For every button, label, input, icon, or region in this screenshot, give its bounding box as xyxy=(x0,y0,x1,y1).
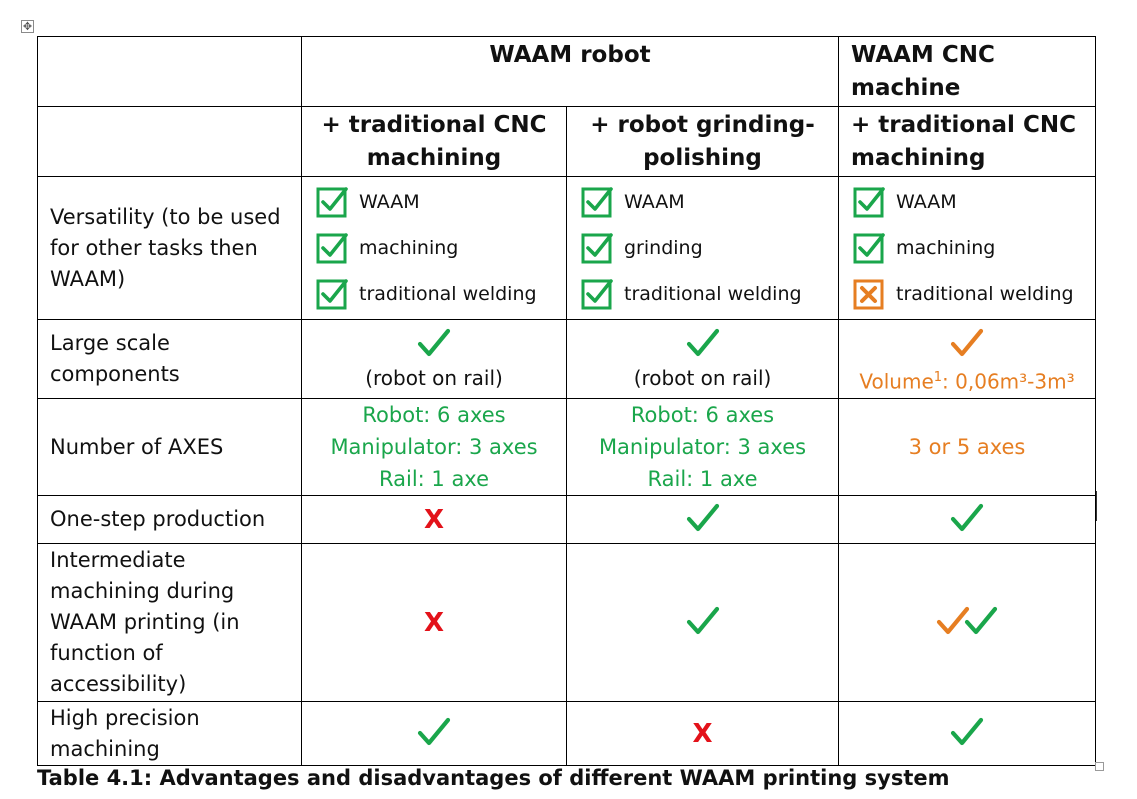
note-text: (robot on rail) xyxy=(633,366,772,390)
cnc-group-header: WAAM CNC machine xyxy=(838,36,1096,107)
large-scale-col1-cell: (robot on rail) xyxy=(301,319,567,399)
versatility-col2-cell: WAAM grinding traditional welding xyxy=(566,176,839,320)
axes-col2-cell: Robot: 6 axes Manipulator: 3 axes Rail: … xyxy=(566,398,839,496)
checkbox-item: traditional welding xyxy=(581,271,824,317)
versatility-col3-cell: WAAM machining traditional welding xyxy=(838,176,1096,320)
row-one-step: One-step production X xyxy=(37,495,1096,544)
axes-line: Robot: 6 axes xyxy=(362,403,506,427)
checkbox-checked-icon xyxy=(581,278,613,310)
checkbox-label: machining xyxy=(896,237,996,259)
checkbox-crossed-icon xyxy=(853,278,885,310)
axes-line: Robot: 6 axes xyxy=(630,403,775,427)
row-label: Versatility (to be used for other tasks … xyxy=(37,176,302,320)
checkbox-label: traditional welding xyxy=(624,283,802,305)
robot-group-header: WAAM robot xyxy=(301,36,839,107)
checkmark-icon xyxy=(417,715,451,749)
table-caption: Table 4.1: Advantages and disadvantages … xyxy=(37,766,950,790)
empty-corner-cell xyxy=(37,36,302,107)
versatility-col1-cell: WAAM machining traditional welding xyxy=(301,176,567,320)
header-row-2: + traditional CNC machining + robot grin… xyxy=(37,106,1096,177)
checkbox-item: traditional welding xyxy=(853,271,1081,317)
axes-line: Rail: 1 axe xyxy=(378,467,490,491)
col3-header: + traditional CNC machining xyxy=(838,106,1096,177)
one-step-col3-cell xyxy=(838,495,1096,544)
footnote-ref: 1 xyxy=(933,370,943,385)
checkbox-item: machining xyxy=(853,225,1081,271)
checkmark-icon xyxy=(417,326,451,360)
checkmark-icon xyxy=(686,604,720,638)
checkmark-wrap xyxy=(851,326,1083,364)
row-high-precision: High precision machining X xyxy=(37,701,1096,766)
checkmark-icon xyxy=(950,326,984,360)
row-label: One-step production xyxy=(37,495,302,544)
checkbox-item: WAAM xyxy=(316,179,552,225)
high-precision-col3-cell xyxy=(838,701,1096,766)
checkmark-icon xyxy=(950,501,984,535)
axes-col3-cell: 3 or 5 axes xyxy=(838,398,1096,496)
axes-line: Manipulator: 3 axes xyxy=(330,435,538,459)
checkbox-item: WAAM xyxy=(581,179,824,225)
checkbox-checked-icon xyxy=(853,186,885,218)
one-step-col2-cell xyxy=(566,495,839,544)
row-large-scale: Large scale components (robot on rail) (… xyxy=(37,319,1096,399)
checkbox-checked-icon xyxy=(853,232,885,264)
checkbox-checked-icon xyxy=(316,232,348,264)
checkbox-checked-icon xyxy=(316,186,348,218)
checkbox-item: traditional welding xyxy=(316,271,552,317)
checkmark-icon xyxy=(964,604,998,638)
intermediate-col3-cell xyxy=(838,543,1096,702)
checkmark-icon xyxy=(686,501,720,535)
row-axes: Number of AXES Robot: 6 axes Manipulator… xyxy=(37,398,1096,496)
volume-note: Volume1: 0,06m³-3m³ xyxy=(851,364,1083,396)
comparison-table: WAAM robot WAAM CNC machine + traditiona… xyxy=(37,36,1096,766)
empty-label-cell xyxy=(37,106,302,177)
checkbox-label: WAAM xyxy=(359,191,420,213)
checkbox-label: grinding xyxy=(624,237,703,259)
cross-mark: X xyxy=(301,543,567,702)
header-row-1: WAAM robot WAAM CNC machine xyxy=(37,36,1096,107)
volume-prefix: Volume xyxy=(859,369,934,394)
checkbox-checked-icon xyxy=(581,186,613,218)
cross-mark: X xyxy=(301,495,567,544)
checkmark-icon xyxy=(686,326,720,360)
table-resize-handle[interactable] xyxy=(1095,762,1104,771)
row-intermediate: Intermediate machining during WAAM print… xyxy=(37,543,1096,702)
intermediate-col2-cell xyxy=(566,543,839,702)
checkbox-checked-icon xyxy=(581,232,613,264)
col1-header: + traditional CNC machining xyxy=(301,106,567,177)
checkbox-item: WAAM xyxy=(853,179,1081,225)
checkmark-wrap xyxy=(314,326,554,364)
large-scale-col3-cell: Volume1: 0,06m³-3m³ xyxy=(838,319,1096,399)
table-move-handle[interactable]: ✥ xyxy=(21,20,34,33)
checkbox-label: traditional welding xyxy=(359,283,537,305)
checkbox-label: WAAM xyxy=(896,191,957,213)
large-scale-col2-cell: (robot on rail) xyxy=(566,319,839,399)
row-versatility: Versatility (to be used for other tasks … xyxy=(37,176,1096,320)
row-label: High precision machining xyxy=(37,701,302,766)
checkmark-icon xyxy=(950,715,984,749)
checkbox-item: machining xyxy=(316,225,552,271)
note-text: (robot on rail) xyxy=(365,366,503,390)
volume-range: : 0,06m³-3m³ xyxy=(942,369,1075,394)
checkbox-checked-icon xyxy=(316,278,348,310)
text-cursor xyxy=(1096,491,1097,521)
row-label: Number of AXES xyxy=(37,398,302,496)
checkbox-label: WAAM xyxy=(624,191,685,213)
cross-mark: X xyxy=(566,701,839,766)
axes-line: Manipulator: 3 axes xyxy=(598,435,807,459)
axes-col1-cell: Robot: 6 axes Manipulator: 3 axes Rail: … xyxy=(301,398,567,496)
checkbox-label: machining xyxy=(359,237,459,259)
row-label: Intermediate machining during WAAM print… xyxy=(37,543,302,702)
axes-line: Rail: 1 axe xyxy=(647,467,758,491)
checkbox-item: grinding xyxy=(581,225,824,271)
row-label: Large scale components xyxy=(37,319,302,399)
col2-header: + robot grinding-polishing xyxy=(566,106,839,177)
checkbox-label: traditional welding xyxy=(896,283,1074,305)
high-precision-col1-cell xyxy=(301,701,567,766)
checkmark-wrap xyxy=(579,326,826,364)
